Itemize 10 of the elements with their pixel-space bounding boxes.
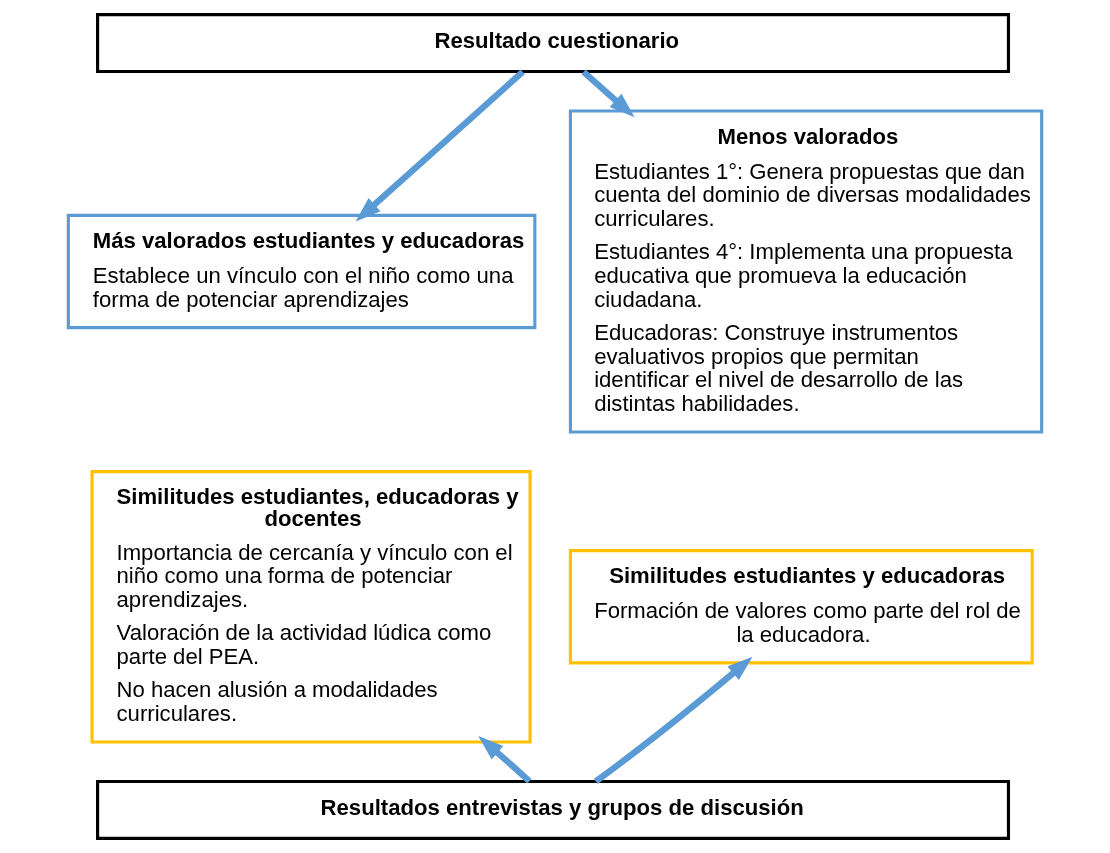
arrow bbox=[478, 736, 532, 784]
node-box: Resultados entrevistas y grupos de discusión bbox=[96, 779, 1011, 841]
arrow bbox=[593, 656, 753, 784]
arrow bbox=[355, 69, 525, 222]
node-box: Menos valorados Estudiantes 1°: Genera propuestas que dan cuenta del dominio de diversas modalidades curriculares. Estudiantes 4°: Implementa una propuesta educativa que promueva la educación ciudadana. Educadoras: Construye instrumentos evaluativos propios que permitan identificar el nivel de desarrollo de las distintas habilidades. bbox=[568, 109, 1044, 434]
node-box: Más valorados estudiantes y educadoras Establece un vínculo con el niño como una forma de potenciar aprendizajes bbox=[66, 213, 537, 330]
node-box: Resultado cuestionario bbox=[96, 12, 1011, 74]
arrow bbox=[581, 69, 635, 118]
node-box: Similitudes estudiantes, educadoras y docentes Importancia de cercanía y vínculo con el niño como una forma de potenciar aprendizajes. Valoración de la actividad lúdica como parte del PEA. No hacen alusión a modalidades curriculares. bbox=[90, 470, 532, 744]
node-box: Similitudes estudiantes y educadoras Formación de valores como parte del rol de la educadora. bbox=[568, 549, 1034, 665]
